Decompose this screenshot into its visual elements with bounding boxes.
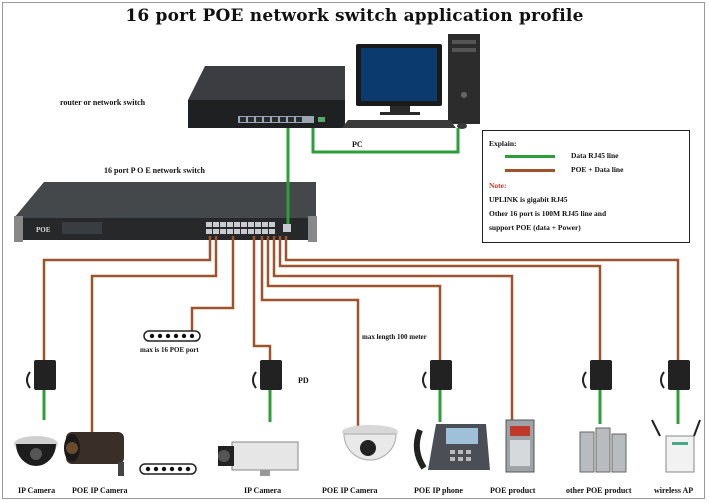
pc-device (342, 34, 480, 129)
poe-product-device (505, 419, 535, 473)
poe-dome-camera-device (342, 425, 398, 461)
device-label: IP Camera (244, 486, 282, 495)
device-label: IP Camera (18, 486, 56, 495)
router-device (188, 66, 345, 128)
diagram-title: 16 port POE network switch application p… (125, 6, 584, 26)
legend-heading: Explain: (489, 139, 517, 148)
legend-note: Other 16 port is 100M RJ45 line and (489, 209, 607, 218)
diagram-frame (2, 2, 705, 499)
legend-poe-label: POE + Data line (571, 165, 624, 174)
legend-notes-heading: Note: (489, 181, 507, 190)
device-label: other POE product (566, 486, 632, 495)
other-poe-product-device (579, 427, 627, 473)
max-ports-label: max is 16 POE port (140, 346, 199, 354)
device-label: wireless AP (654, 486, 694, 495)
device-label: POE IP Camera (72, 486, 128, 495)
pc-label: PC (352, 140, 363, 149)
poe-switch-device (14, 182, 317, 242)
device-label: POE IP phone (414, 486, 463, 495)
bullet-camera-device (64, 432, 124, 476)
dome-camera-device (14, 436, 58, 466)
legend-note: support POE (data + Power) (489, 223, 581, 232)
legend-note: UPLINK is gigabit RJ45 (489, 195, 568, 204)
pd-label: PD (298, 376, 309, 385)
router-label: router or network switch (60, 98, 146, 107)
pd-adapters (26, 360, 690, 424)
legend-poe-swatch (505, 169, 555, 172)
data-line-wires (286, 128, 460, 224)
legend-box: Explain: Data RJ45 line POE + Data line … (482, 130, 690, 243)
switch-brand-label: POE (36, 226, 51, 234)
device-label: POE product (490, 486, 536, 495)
device-label: POE IP Camera (322, 486, 378, 495)
wireless-ap-device (651, 419, 701, 473)
poe-line-wires (42, 236, 680, 432)
switch-label: 16 port P O E network switch (104, 166, 205, 175)
box-camera-device (218, 441, 299, 476)
port-dots-indicator (143, 330, 201, 342)
device-dots-indicator (139, 463, 197, 475)
legend-data-swatch (505, 155, 555, 158)
max-length-label: max length 100 meter (362, 333, 427, 341)
ip-phone-device (413, 424, 490, 470)
legend-data-label: Data RJ45 line (571, 151, 619, 160)
